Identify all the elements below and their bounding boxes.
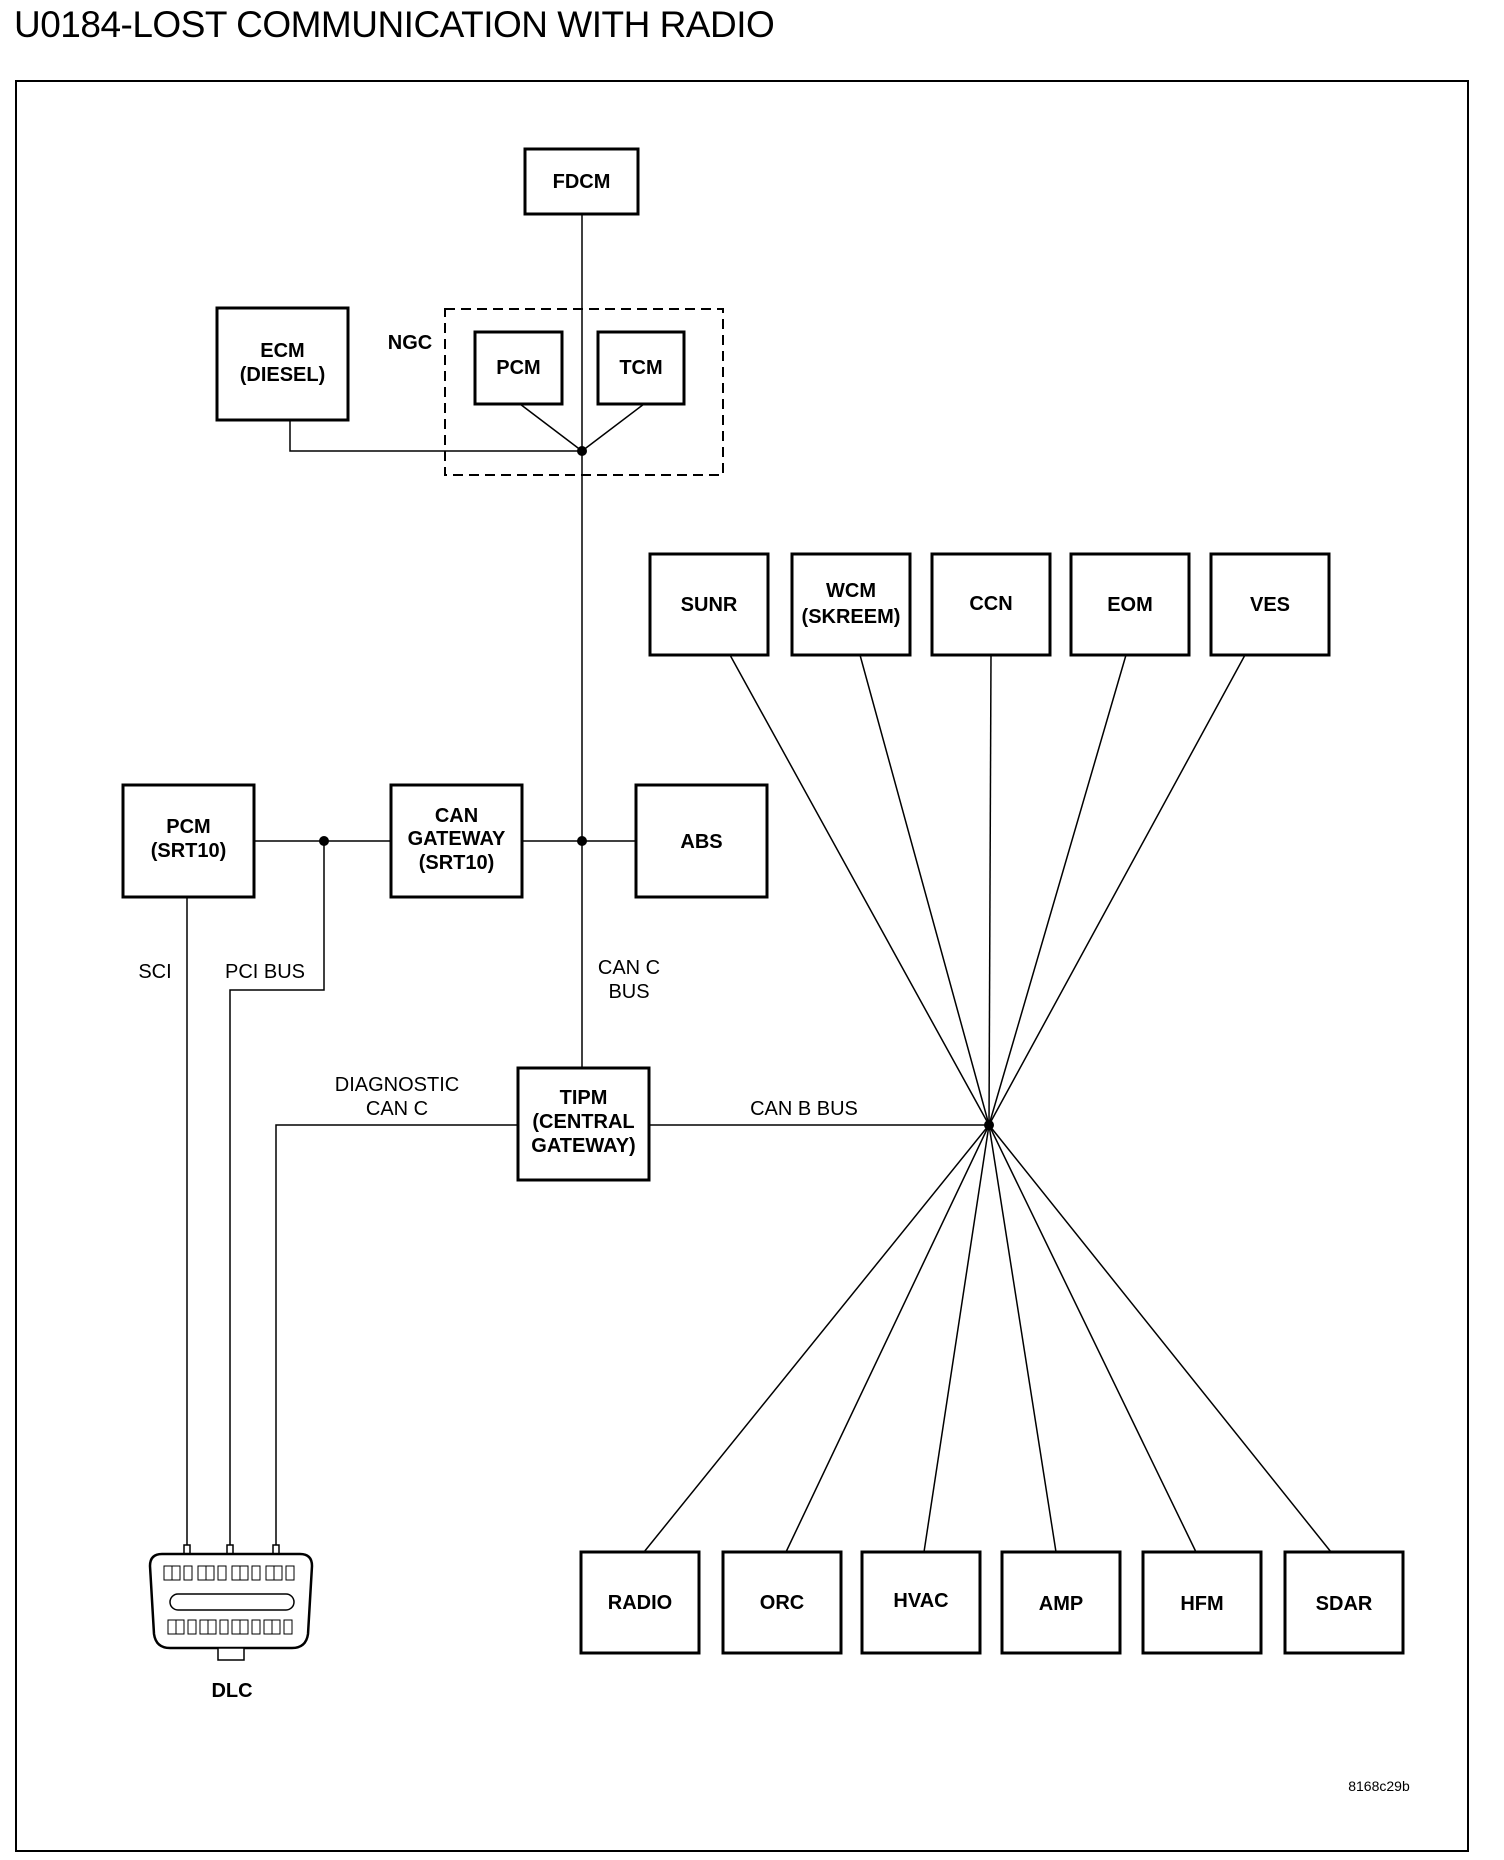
module-hfm: HFM <box>1141 1550 1263 1655</box>
svg-text:HVAC: HVAC <box>893 1590 948 1612</box>
module-sunr: SUNR <box>648 552 770 657</box>
pci-junction-dot <box>319 836 329 846</box>
can-b-bus-label: CAN B BUS <box>750 1098 858 1120</box>
module-tcm: TCM <box>596 330 686 406</box>
module-abs: ABS <box>634 783 769 899</box>
diagnostic-can-c-label-line2: CAN C <box>366 1098 428 1120</box>
module-pcm-srt10: PCM (SRT10) <box>121 783 256 899</box>
dlc-label: DLC <box>211 1680 252 1702</box>
svg-text:EOM: EOM <box>1107 594 1153 616</box>
svg-text:ORC: ORC <box>760 1592 804 1614</box>
module-radio: RADIO <box>579 1550 701 1655</box>
svg-text:WCM: WCM <box>826 580 876 602</box>
module-ngc-pcm: PCM <box>473 330 564 406</box>
page-title: U0184-LOST COMMUNICATION WITH RADIO <box>14 4 775 45</box>
module-hvac: HVAC <box>860 1550 982 1655</box>
svg-text:ABS: ABS <box>680 831 722 853</box>
module-eom: EOM <box>1069 552 1191 657</box>
svg-text:SUNR: SUNR <box>681 594 738 616</box>
svg-text:PCM: PCM <box>496 357 540 379</box>
module-can-gateway-srt10: CAN GATEWAY (SRT10) <box>389 783 524 899</box>
svg-text:ECM: ECM <box>260 340 304 362</box>
svg-text:PCM: PCM <box>166 816 210 838</box>
module-ves: VES <box>1209 552 1331 657</box>
module-amp: AMP <box>1000 1550 1122 1655</box>
module-tipm: TIPM (CENTRAL GATEWAY) <box>516 1066 651 1182</box>
svg-text:VES: VES <box>1250 594 1290 616</box>
svg-text:GATEWAY: GATEWAY <box>408 828 506 850</box>
svg-text:(SKREEM): (SKREEM) <box>802 606 901 628</box>
module-fdcm: FDCM <box>523 147 640 216</box>
can-c-junction-dot <box>577 836 587 846</box>
svg-text:RADIO: RADIO <box>608 1592 672 1614</box>
wires <box>186 214 1332 1553</box>
module-sdar: SDAR <box>1283 1550 1405 1655</box>
module-orc: ORC <box>721 1550 843 1655</box>
svg-text:(SRT10): (SRT10) <box>151 840 227 862</box>
svg-text:CAN: CAN <box>435 805 478 827</box>
can-b-hub-dot <box>984 1120 994 1130</box>
ngc-boundary <box>444 308 724 476</box>
svg-text:GATEWAY): GATEWAY) <box>531 1135 635 1157</box>
figure-reference: 8168c29b <box>1348 1778 1410 1794</box>
module-ecm-diesel: ECM (DIESEL) <box>215 306 350 422</box>
can-c-bus-label-line1: CAN C <box>598 957 660 979</box>
svg-text:HFM: HFM <box>1180 1593 1223 1615</box>
svg-text:SDAR: SDAR <box>1316 1593 1373 1615</box>
module-wcm-skreem: WCM (SKREEM) <box>790 552 912 657</box>
diagram-frame <box>15 80 1469 1852</box>
sci-label: SCI <box>138 961 171 983</box>
svg-text:AMP: AMP <box>1039 1593 1083 1615</box>
dlc-connector <box>148 1544 314 1661</box>
ngc-label: NGC <box>388 332 432 354</box>
can-c-bus-label-line2: BUS <box>608 981 649 1003</box>
diagnostic-can-c-label-line1: DIAGNOSTIC <box>335 1074 459 1096</box>
svg-text:CCN: CCN <box>969 593 1012 615</box>
svg-text:(SRT10): (SRT10) <box>419 852 495 874</box>
svg-text:(DIESEL): (DIESEL) <box>240 364 326 386</box>
svg-text:(CENTRAL: (CENTRAL <box>532 1111 634 1133</box>
module-ccn: CCN <box>930 552 1052 657</box>
svg-text:TCM: TCM <box>619 357 662 379</box>
pci-bus-label: PCI BUS <box>225 961 305 983</box>
ngc-junction-dot <box>577 446 587 456</box>
svg-text:TIPM: TIPM <box>560 1087 608 1109</box>
svg-text:FDCM: FDCM <box>553 171 611 193</box>
